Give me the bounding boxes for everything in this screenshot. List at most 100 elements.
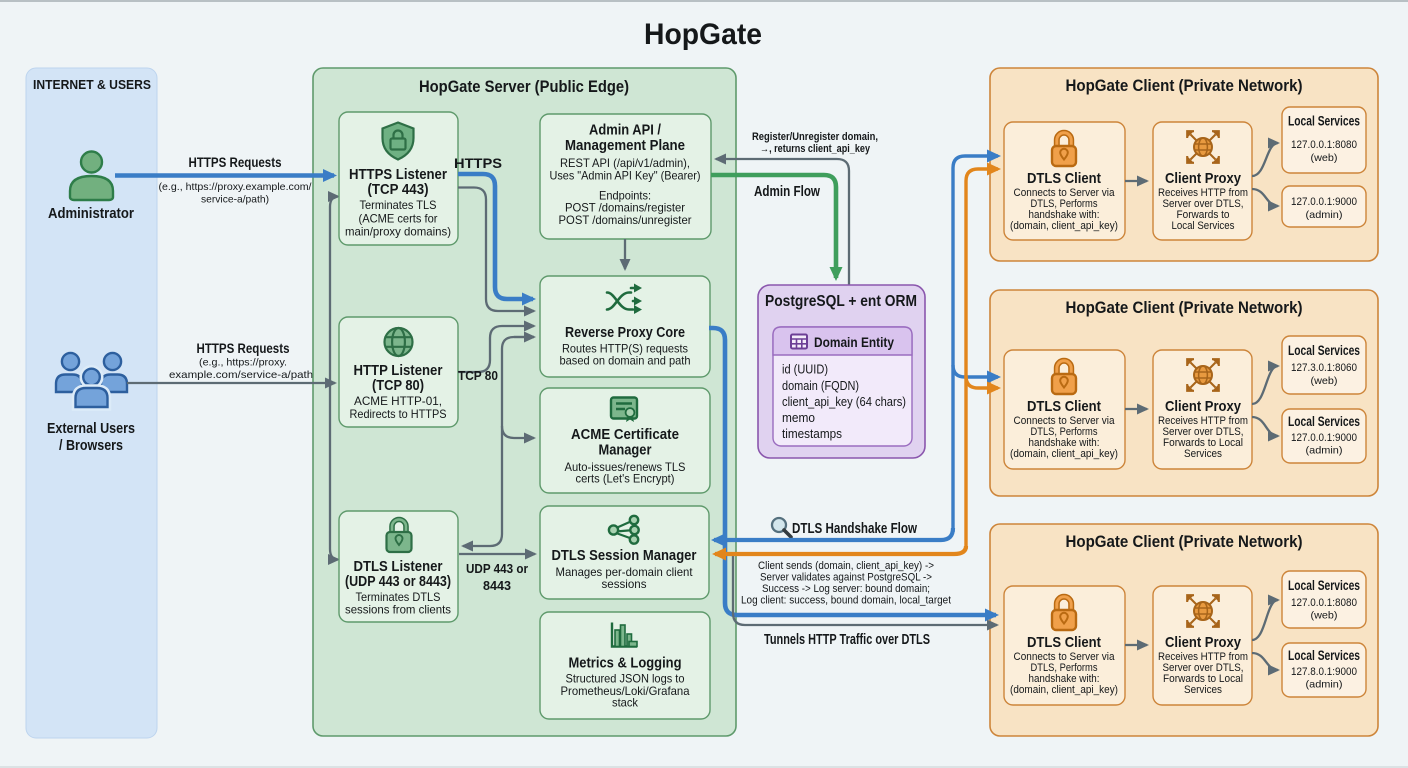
svg-text:Server validates against Postg: Server validates against PostgreSQL ->	[760, 572, 932, 584]
svg-text:id (UUID): id (UUID)	[782, 362, 828, 377]
svg-text:DTLS Client: DTLS Client	[1027, 398, 1101, 415]
svg-text:ACME Certificate: ACME Certificate	[571, 427, 679, 443]
svg-text:PostgreSQL + ent ORM: PostgreSQL + ent ORM	[765, 293, 917, 310]
svg-text:(e.g., https://proxy.: (e.g., https://proxy.	[199, 357, 287, 369]
svg-text:HTTPS Requests: HTTPS Requests	[197, 341, 290, 356]
svg-text:DTLS Handshake Flow: DTLS Handshake Flow	[792, 520, 917, 537]
svg-text:Local Services: Local Services	[1288, 414, 1360, 429]
svg-text:127.3.0.1:8060: 127.3.0.1:8060	[1291, 362, 1357, 374]
svg-text:Endpoints:: Endpoints:	[599, 189, 651, 203]
svg-text:Register/Unregister domain,: Register/Unregister domain,	[752, 131, 878, 143]
svg-text:HopGate: HopGate	[644, 18, 762, 51]
svg-text:DTLS, Performs: DTLS, Performs	[1031, 426, 1098, 438]
svg-text:(admin): (admin)	[1306, 679, 1343, 691]
svg-text:Structured JSON logs to: Structured JSON logs to	[566, 672, 685, 686]
svg-text:domain (FQDN): domain (FQDN)	[782, 378, 859, 393]
svg-text:Forwards to Local: Forwards to Local	[1163, 437, 1243, 449]
svg-text:HopGate Server (Public Edge): HopGate Server (Public Edge)	[419, 78, 629, 96]
svg-text:HopGate Client (Private Networ: HopGate Client (Private Network)	[1066, 77, 1303, 95]
svg-text:client_api_key (64 chars): client_api_key (64 chars)	[782, 394, 906, 409]
svg-text:ACME HTTP-01,: ACME HTTP-01,	[354, 394, 442, 408]
svg-text:DTLS Client: DTLS Client	[1027, 634, 1101, 651]
svg-text:(e.g., https://proxy.example.c: (e.g., https://proxy.example.com/	[159, 181, 312, 193]
svg-text:handshake with:: handshake with:	[1029, 437, 1100, 449]
svg-text:example.com/service-a/path): example.com/service-a/path)	[169, 369, 317, 381]
svg-text:(UDP 443 or 8443): (UDP 443 or 8443)	[345, 574, 451, 590]
svg-text:(TCP 443): (TCP 443)	[368, 182, 429, 198]
svg-text:Connects to Server via: Connects to Server via	[1014, 651, 1116, 663]
svg-text:Terminates TLS: Terminates TLS	[360, 198, 437, 212]
svg-text:Connects to Server via: Connects to Server via	[1014, 187, 1116, 199]
svg-text:Receives HTTP from: Receives HTTP from	[1158, 651, 1248, 663]
svg-text:Terminates DTLS: Terminates DTLS	[356, 590, 441, 604]
svg-text:Admin API /: Admin API /	[589, 123, 661, 139]
svg-text:DTLS Session Manager: DTLS Session Manager	[552, 548, 697, 564]
svg-text:HopGate Client (Private Networ: HopGate Client (Private Network)	[1066, 533, 1303, 551]
svg-text:timestamps: timestamps	[782, 426, 842, 441]
svg-text:→, returns client_api_key: →, returns client_api_key	[760, 143, 871, 155]
svg-text:127.0.0.1:8080: 127.0.0.1:8080	[1291, 597, 1357, 609]
svg-text:(domain, client_api_key): (domain, client_api_key)	[1010, 448, 1118, 460]
svg-text:Client Proxy: Client Proxy	[1165, 634, 1242, 651]
svg-text:Metrics & Logging: Metrics & Logging	[569, 656, 682, 672]
svg-text:Local Services: Local Services	[1288, 578, 1360, 593]
svg-text:main/proxy domains): main/proxy domains)	[345, 225, 451, 239]
svg-text:Server over DTLS,: Server over DTLS,	[1163, 426, 1244, 438]
svg-text:memo: memo	[782, 410, 815, 425]
svg-text:Administrator: Administrator	[48, 206, 134, 222]
svg-text:127.0.0.1:9000: 127.0.0.1:9000	[1291, 196, 1357, 208]
svg-text:Services: Services	[1184, 448, 1222, 460]
svg-text:Client sends (domain, client_a: Client sends (domain, client_api_key) ->	[758, 560, 934, 572]
svg-text:Success -> Log server: bound d: Success -> Log server: bound domain;	[762, 583, 930, 595]
svg-text:Local Services: Local Services	[1288, 648, 1360, 663]
svg-text:service-a/path): service-a/path)	[201, 194, 269, 206]
svg-text:8443: 8443	[483, 578, 511, 593]
svg-text:Tunnels HTTP Traffic over DTLS: Tunnels HTTP Traffic over DTLS	[764, 632, 930, 648]
svg-text:based on domain and path: based on domain and path	[560, 354, 691, 368]
svg-text:127.8.0.1:9000: 127.8.0.1:9000	[1291, 666, 1357, 678]
svg-text:Server over DTLS,: Server over DTLS,	[1163, 662, 1244, 674]
svg-text:HTTPS Listener: HTTPS Listener	[349, 167, 447, 183]
svg-text:HopGate Client (Private Networ: HopGate Client (Private Network)	[1066, 299, 1303, 317]
svg-text:HTTPS: HTTPS	[454, 155, 502, 171]
svg-text:Manager: Manager	[599, 443, 652, 459]
svg-text:DTLS Client: DTLS Client	[1027, 170, 1101, 187]
svg-text:Local Services: Local Services	[1288, 343, 1360, 358]
svg-text:127.0.0.1:8080: 127.0.0.1:8080	[1291, 139, 1357, 151]
svg-text:DTLS Listener: DTLS Listener	[354, 559, 443, 575]
svg-text:Forwards to Local: Forwards to Local	[1163, 673, 1243, 685]
svg-text:REST API (/api/v1/admin),: REST API (/api/v1/admin),	[560, 156, 690, 170]
svg-text:(domain, client_api_key): (domain, client_api_key)	[1010, 220, 1118, 232]
svg-text:DTLS, Performs: DTLS, Performs	[1031, 662, 1098, 674]
svg-text:TCP 80: TCP 80	[458, 368, 498, 383]
svg-text:POST /domains/register: POST /domains/register	[565, 201, 685, 215]
svg-text:handshake with:: handshake with:	[1029, 673, 1100, 685]
svg-text:Local Services: Local Services	[1288, 114, 1360, 129]
svg-text:Reverse Proxy Core: Reverse Proxy Core	[565, 325, 685, 341]
svg-text:DTLS, Performs: DTLS, Performs	[1031, 198, 1098, 210]
svg-text:Receives HTTP from: Receives HTTP from	[1158, 415, 1248, 427]
svg-text:Forwards to: Forwards to	[1177, 209, 1230, 221]
svg-text:Connects to Server via: Connects to Server via	[1014, 415, 1116, 427]
svg-text:Management Plane: Management Plane	[565, 138, 685, 154]
svg-text:certs (Let's Encrypt): certs (Let's Encrypt)	[576, 472, 675, 486]
svg-text:(admin): (admin)	[1306, 209, 1343, 221]
svg-text:Manages per-domain client: Manages per-domain client	[556, 565, 694, 579]
svg-text:(domain, client_api_key): (domain, client_api_key)	[1010, 684, 1118, 696]
svg-text:stack: stack	[612, 696, 639, 710]
svg-text:Domain Entity: Domain Entity	[814, 334, 894, 350]
svg-text:Services: Services	[1184, 684, 1222, 696]
svg-text:INTERNET & USERS: INTERNET & USERS	[33, 77, 151, 92]
svg-text:Log client: success, bound dom: Log client: success, bound domain, local…	[741, 595, 952, 607]
svg-text:(ACME certs for: (ACME certs for	[359, 212, 438, 226]
svg-text:External Users: External Users	[47, 421, 135, 437]
svg-text:(web): (web)	[1311, 375, 1338, 387]
svg-text:(TCP 80): (TCP 80)	[372, 378, 424, 394]
svg-text:(web): (web)	[1311, 152, 1338, 164]
svg-text:handshake with:: handshake with:	[1029, 209, 1100, 221]
svg-text:(web): (web)	[1311, 610, 1338, 622]
svg-text:UDP 443 or: UDP 443 or	[466, 561, 528, 576]
svg-text:POST /domains/unregister: POST /domains/unregister	[559, 213, 692, 227]
svg-text:Server over DTLS,: Server over DTLS,	[1163, 198, 1244, 210]
svg-text:HTTPS Requests: HTTPS Requests	[189, 155, 282, 170]
